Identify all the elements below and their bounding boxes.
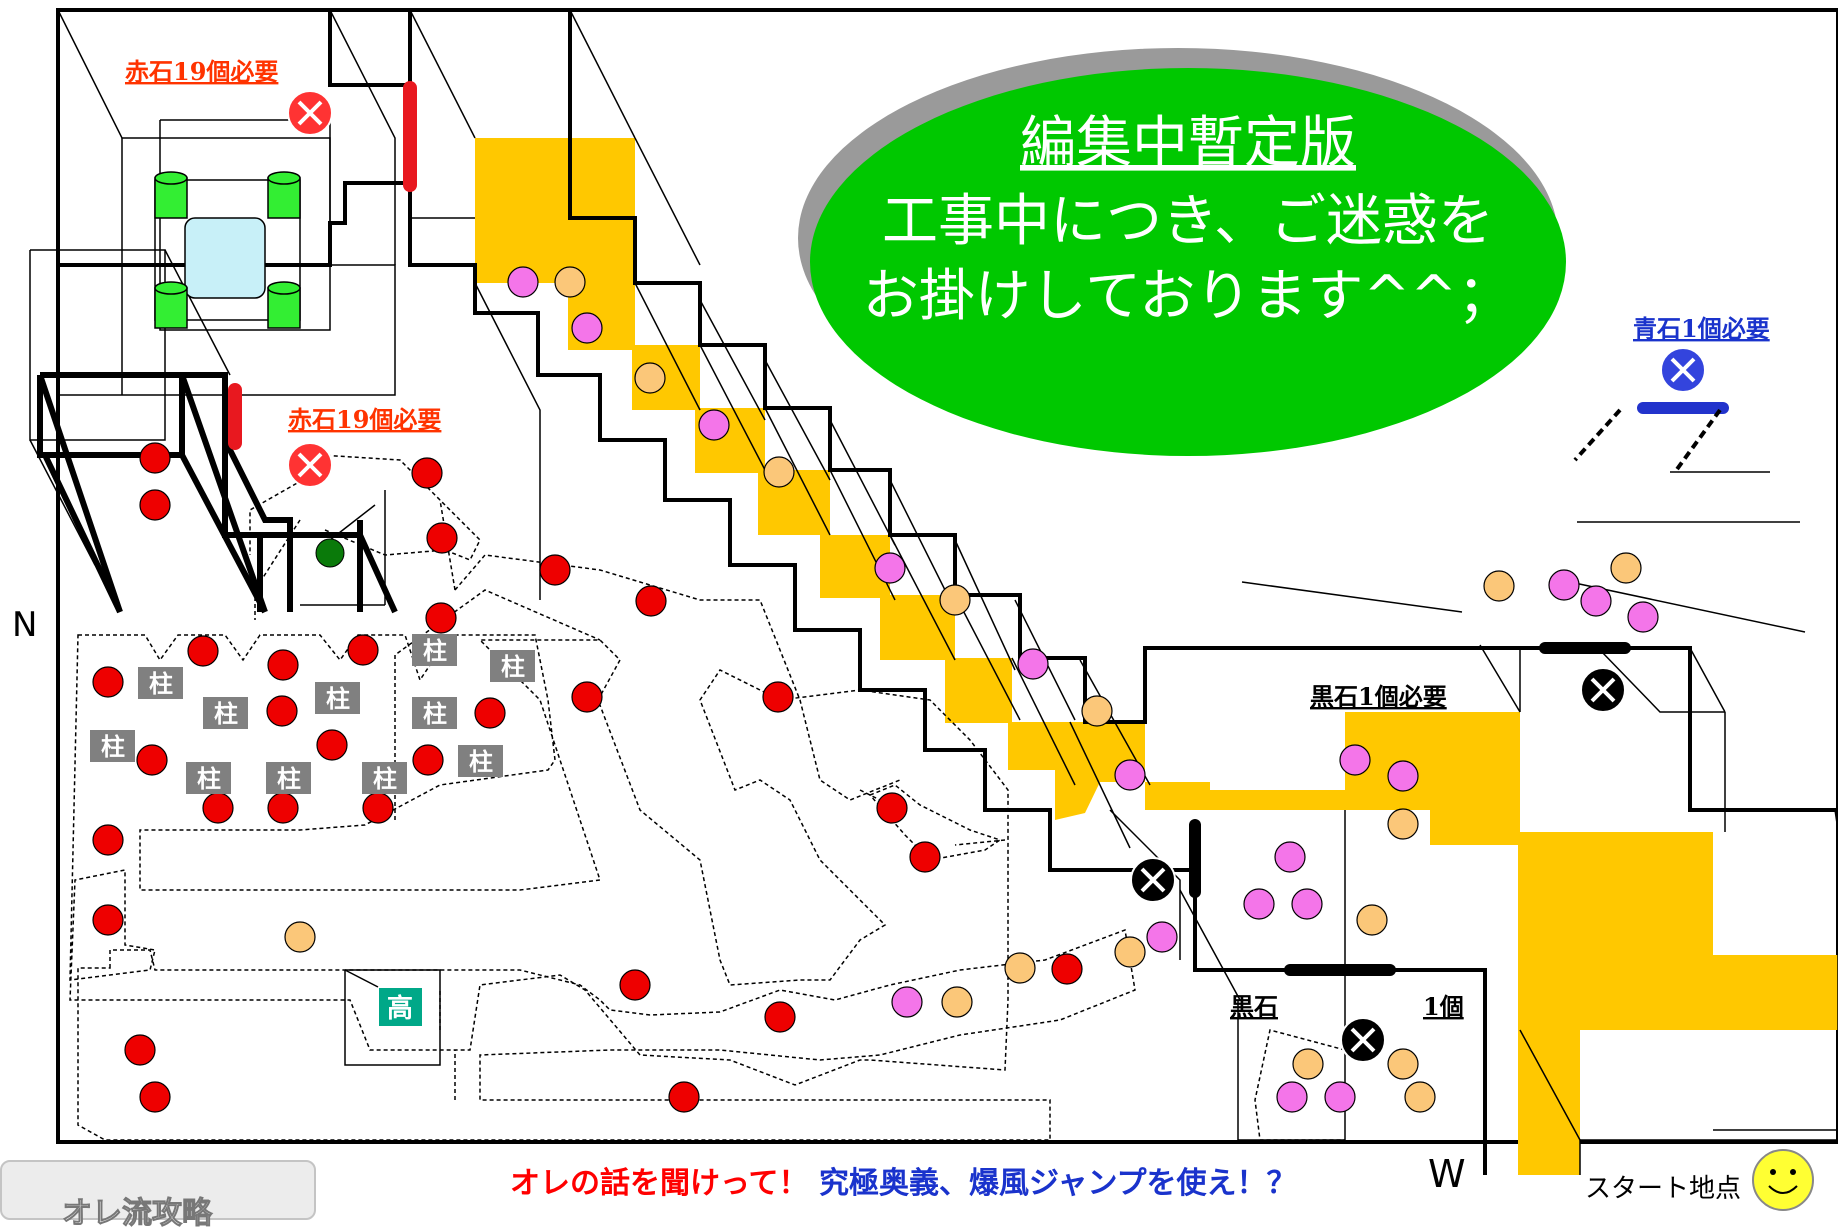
bottom-message: オレの話を聞けって！ 究極奥義、爆風ジャンプを使え！？ (510, 1158, 1297, 1202)
walls-thin (29, 9, 1838, 1175)
one-count-label: 1個 (1423, 992, 1464, 1021)
orange-items (284, 266, 1642, 1113)
gates (228, 81, 1729, 976)
fountain-structure (154, 171, 345, 568)
blue-stone-requirement: 青石1個必要 (1633, 314, 1770, 343)
bottom-message-red: オレの話を聞けって！ (510, 1166, 809, 1201)
pillar-label: 柱 (501, 652, 525, 681)
banner-line3: お掛けしております^^； (863, 264, 1513, 329)
pillar-label: 柱 (197, 764, 221, 793)
black-stone-requirement: 黒石1個必要 (1310, 682, 1447, 711)
red-items (92, 442, 1083, 1113)
smiley-start-icon (1752, 1149, 1814, 1211)
pillar-label: 柱 (469, 747, 493, 776)
pillar-label: 柱 (277, 764, 301, 793)
pillar-label: 柱 (423, 699, 447, 728)
pillars: 柱 柱 柱 柱 柱 柱 柱 柱 柱 柱 柱 高 (90, 634, 535, 1066)
pillar-label: 柱 (423, 636, 447, 665)
north-label: N (12, 605, 38, 645)
pillar-label: 柱 (214, 699, 238, 728)
stairs-cage (37, 372, 398, 614)
strategy-tab[interactable]: オレ流攻略 (0, 1160, 316, 1232)
construction-banner: 編集中暫定版 工事中につき、ご迷惑を お掛けしております^^； (798, 48, 1566, 456)
banner-line2: 工事中につき、ご迷惑を (882, 189, 1494, 254)
pillar-label: 柱 (101, 732, 125, 761)
strategy-tab-label: オレ流攻略 (62, 1196, 213, 1232)
black-stone-label: 黒石 (1230, 992, 1278, 1021)
stone-marks (287, 90, 1706, 1063)
red-stone-requirement-top: 赤石19個必要 (125, 57, 278, 86)
bottom-message-blue: 究極奥義、爆風ジャンプを使え！？ (818, 1166, 1297, 1201)
pillar-label: 柱 (326, 684, 350, 713)
pink-items (507, 266, 1659, 1113)
west-label: W (1428, 1152, 1466, 1196)
red-stone-requirement-mid: 赤石19個必要 (288, 405, 441, 434)
banner-title: 編集中暫定版 (1020, 111, 1356, 176)
pillar-label: 柱 (149, 669, 173, 698)
start-point-label: スタート地点 (1585, 1174, 1742, 1204)
high-label: 高 (387, 993, 413, 1024)
pillar-label: 柱 (373, 764, 397, 793)
yellow-zone (475, 138, 1838, 1175)
